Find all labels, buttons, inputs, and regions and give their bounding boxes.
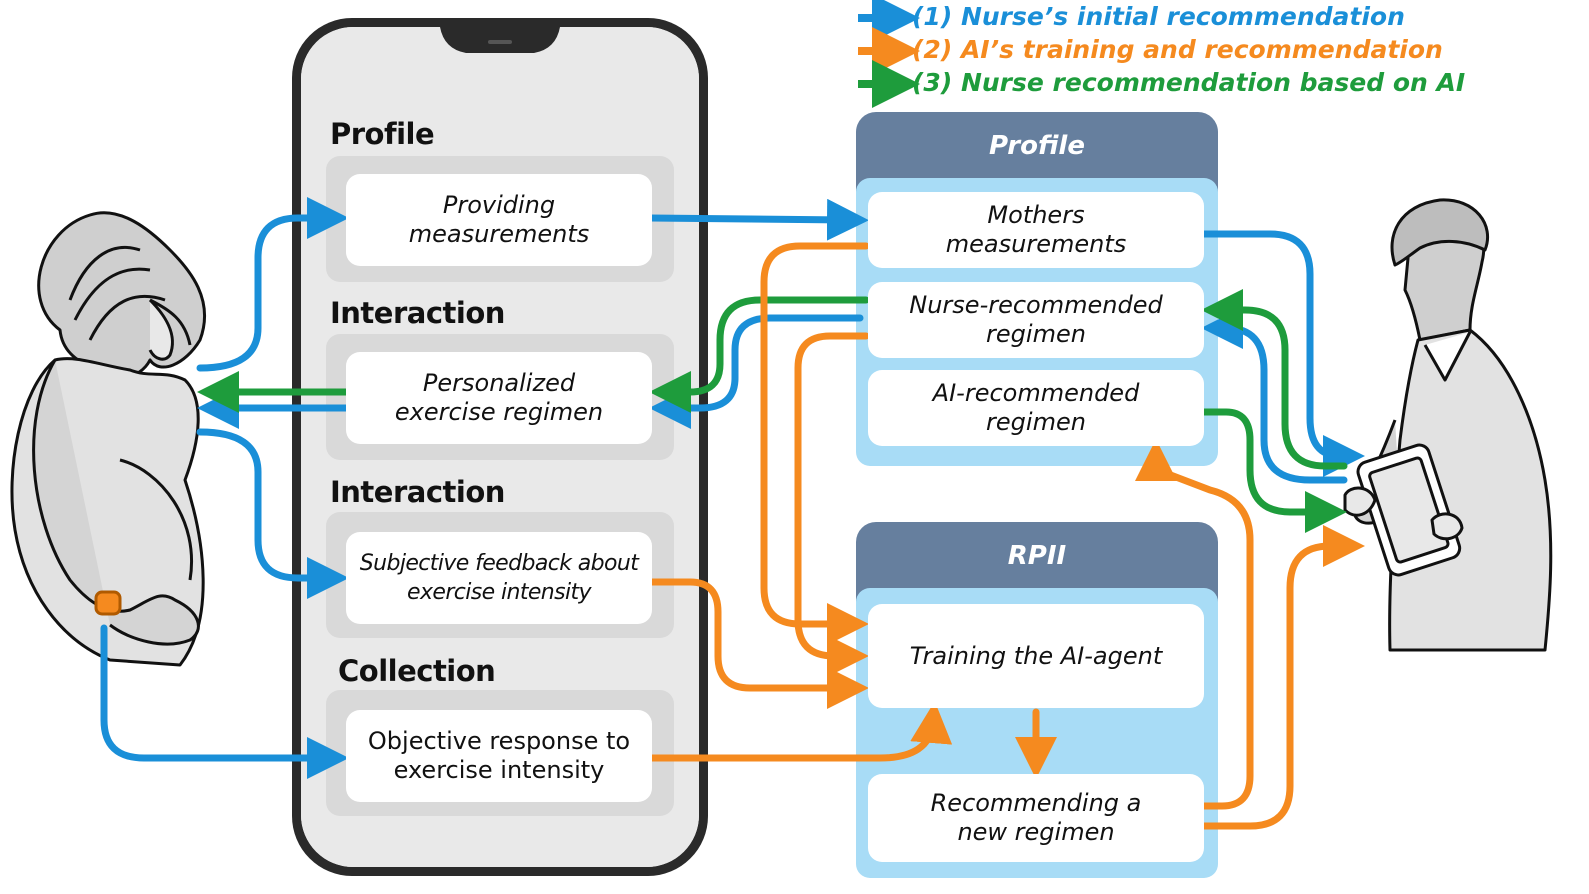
recommending-new-regimen-box: Recommending a new regimen [868, 774, 1204, 862]
ai-recommended-regimen-box: AI-recommended regimen [868, 370, 1204, 446]
providing-measurements-box: Providing measurements [346, 174, 652, 266]
orange-arrows [648, 242, 1365, 830]
mothers-measurements-text: Mothers measurements [945, 201, 1127, 258]
mothers-measurements-box: Mothers measurements [868, 192, 1204, 268]
nurse-with-tablet-figure [1343, 198, 1553, 652]
recommending-new-regimen-text: Recommending a new regimen [930, 789, 1142, 846]
legend-item-2-label: (2) AI’s training and recommendation [912, 35, 1443, 64]
pregnant-mother-figure [10, 211, 206, 667]
legend-item-1: (1) Nurse’s initial recommendation [912, 2, 1405, 31]
phone-section-label-collection: Collection [338, 654, 496, 688]
nurse-recommended-regimen-box: Nurse-recommended regimen [868, 282, 1204, 358]
profile-panel-title: Profile [989, 131, 1085, 161]
objective-response-box: Objective response to exercise intensity [346, 710, 652, 802]
personalized-regimen-box: Personalized exercise regimen [346, 352, 652, 444]
training-ai-agent-box: Training the AI-agent [868, 604, 1204, 708]
legend-item-2: (2) AI’s training and recommendation [912, 35, 1443, 64]
legend-item-3: (3) Nurse recommendation based on AI [912, 68, 1465, 97]
objective-response-text: Objective response to exercise intensity [367, 727, 631, 784]
training-ai-agent-text: Training the AI-agent [909, 641, 1163, 670]
ai-recommended-regimen-text: AI-recommended regimen [932, 379, 1140, 436]
personalized-regimen-text: Personalized exercise regimen [394, 369, 604, 426]
rpii-panel-title: RPII [1007, 541, 1067, 571]
legend-item-3-label: (3) Nurse recommendation based on AI [912, 68, 1466, 97]
nurse-recommended-regimen-text: Nurse-recommended regimen [909, 291, 1163, 348]
green-arrows [197, 289, 1348, 533]
legend-item-1-label: (1) Nurse’s initial recommendation [912, 2, 1405, 31]
phone-section-label-interaction-2: Interaction [330, 475, 505, 509]
subjective-feedback-text: Subjective feedback about exercise inten… [359, 551, 639, 605]
phone-section-label-interaction-1: Interaction [330, 296, 505, 330]
providing-measurements-text: Providing measurements [408, 191, 590, 248]
legend-arrows [858, 0, 920, 108]
phone-section-label-profile: Profile [330, 117, 435, 151]
subjective-feedback-box: Subjective feedback about exercise inten… [346, 532, 652, 624]
blue-arrows [100, 197, 1365, 779]
